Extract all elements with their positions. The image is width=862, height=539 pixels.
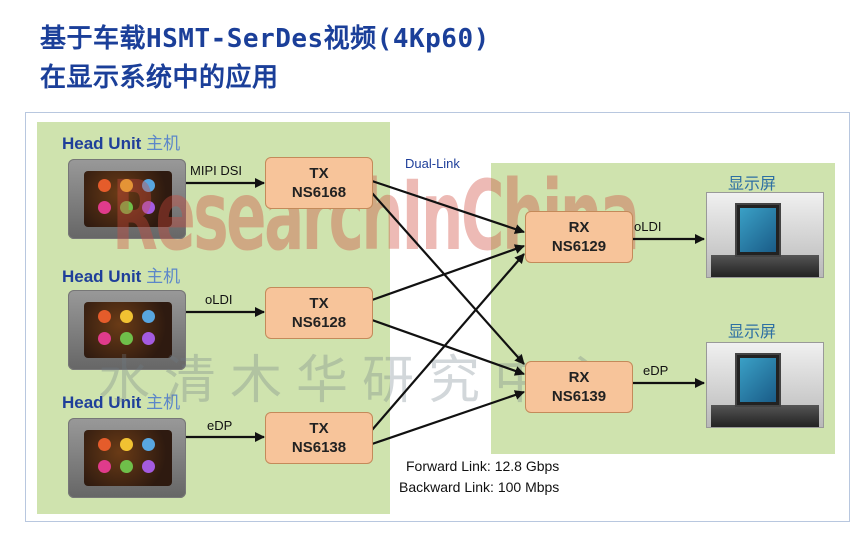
head-unit-device-1: [68, 159, 186, 239]
head-unit-label-1: Head Unit 主机: [62, 134, 181, 153]
rx2-output-label: eDP: [643, 363, 669, 378]
arrow-tx1-rx2: [371, 192, 525, 365]
arrow-tx3-rx2: [371, 390, 525, 446]
head-unit-device-3: [68, 418, 186, 498]
display-monitor-1: [706, 192, 824, 278]
interface-label-3: eDP: [207, 418, 233, 433]
backward-link-label: Backward Link: 100 Mbps: [399, 479, 560, 495]
forward-link-label: Forward Link: 12.8 Gbps: [406, 458, 560, 474]
title-line-2: 在显示系统中的应用: [40, 63, 279, 93]
rx1-output-label: oLDI: [634, 219, 662, 234]
display-label-2: 显示屏: [728, 322, 777, 341]
head-unit-label-2: Head Unit 主机: [62, 267, 181, 286]
interface-label-1: MIPI DSI: [190, 163, 243, 178]
head-unit-label-3: Head Unit 主机: [62, 393, 181, 412]
head-unit-device-2: [68, 290, 186, 370]
display-monitor-2: [706, 342, 824, 428]
interface-label-2: oLDI: [205, 292, 233, 307]
arrow-tx3-rx1: [371, 253, 525, 431]
dual-link-label: Dual-Link: [405, 156, 460, 171]
arrow-tx2-rx1: [371, 244, 525, 302]
title-line-1: 基于车载HSMT-SerDes视频(4Kp60): [40, 24, 490, 54]
arrow-tx1-rx1: [371, 179, 525, 234]
arrow-tx2-rx2: [371, 318, 525, 376]
display-label-1: 显示屏: [728, 174, 777, 193]
